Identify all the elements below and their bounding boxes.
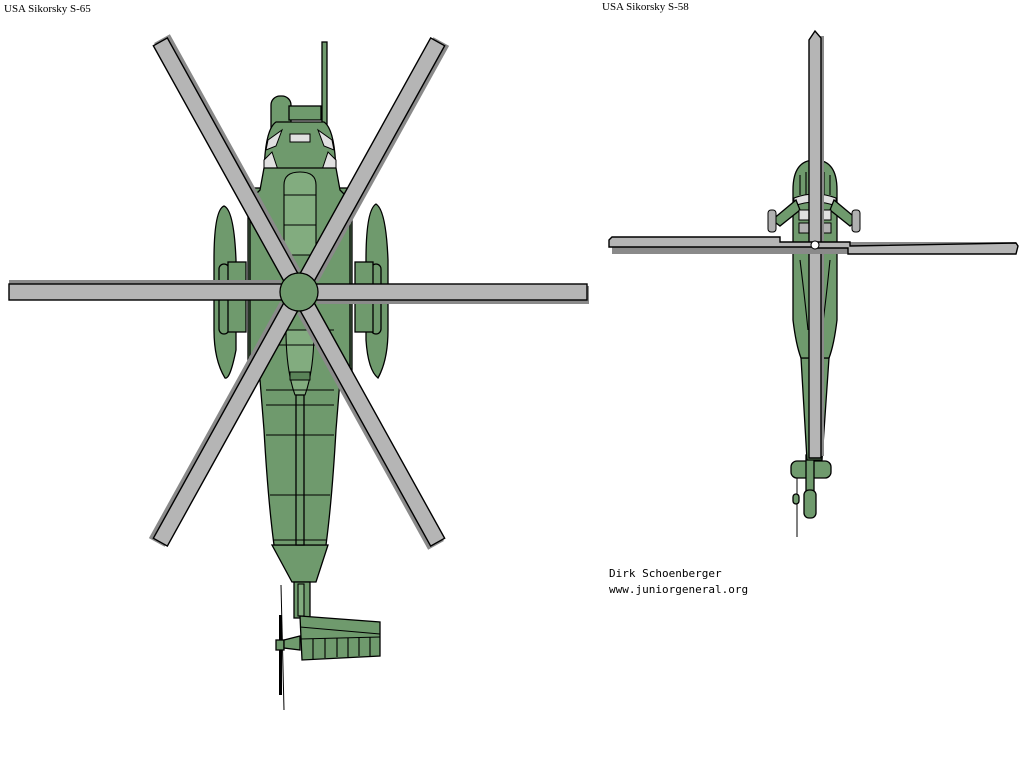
website-credit[interactable]: www.juniorgeneral.org [609, 583, 749, 596]
s65-main-rotor [8, 34, 589, 550]
s65-tail-rotor [275, 584, 285, 711]
s58-main-rotor [608, 29, 1019, 459]
author-credit: Dirk Schoenberger [609, 567, 722, 580]
s65-helicopter [8, 34, 589, 711]
s65-tail [270, 544, 381, 661]
s58-helicopter [608, 29, 1019, 537]
s58-title: USA Sikorsky S-58 [602, 1, 689, 13]
s65-title: USA Sikorsky S-65 [4, 3, 91, 15]
s65-rotor-hub [279, 272, 319, 312]
s58-tail [790, 454, 832, 537]
